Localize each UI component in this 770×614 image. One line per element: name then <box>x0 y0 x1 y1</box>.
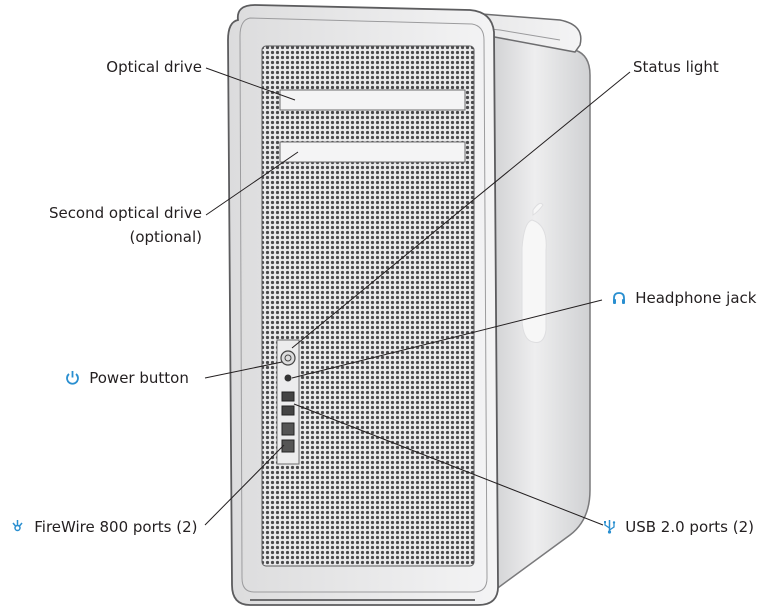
label-optical-drive: Optical drive <box>106 58 202 76</box>
label-power-button-row: Power button <box>65 369 189 387</box>
leader-headphone-jack <box>291 299 603 379</box>
leader-firewire <box>204 444 285 526</box>
label-headphone-jack-row: Headphone jack <box>612 289 756 307</box>
leader-optical-drive <box>205 67 296 101</box>
usb-icon <box>603 518 621 536</box>
firewire-port-2 <box>281 439 295 453</box>
apple-logo <box>521 219 547 343</box>
leader-second-optical-drive <box>205 151 299 216</box>
label-headphone-jack: Headphone jack <box>635 289 757 307</box>
label-status-light: Status light <box>633 58 719 76</box>
power-button-graphic <box>280 350 296 366</box>
firewire-port-1 <box>281 422 295 436</box>
front-grille <box>261 45 475 567</box>
usb-port-2 <box>281 405 295 416</box>
label-firewire-row: FireWire 800 ports (2) <box>10 518 197 536</box>
usb-port-1 <box>281 391 295 402</box>
optical-drive-bay <box>279 89 466 111</box>
leader-lines <box>204 67 631 526</box>
firewire-icon <box>10 518 30 536</box>
label-second-optical-drive-note: (optional) <box>129 228 203 246</box>
second-optical-drive-bay <box>279 141 466 163</box>
headphone-jack-graphic <box>284 374 292 382</box>
leader-power-button <box>204 361 283 379</box>
headphone-icon <box>612 289 631 307</box>
leader-usb <box>293 403 604 526</box>
label-power-button: Power button <box>89 369 189 387</box>
leader-status-light <box>291 71 631 349</box>
label-usb-ports: USB 2.0 ports (2) <box>625 518 754 536</box>
label-usb-row: USB 2.0 ports (2) <box>603 518 754 536</box>
label-second-optical-drive: Second optical drive <box>48 204 202 222</box>
power-icon <box>65 369 85 387</box>
label-firewire-ports: FireWire 800 ports (2) <box>34 518 198 536</box>
